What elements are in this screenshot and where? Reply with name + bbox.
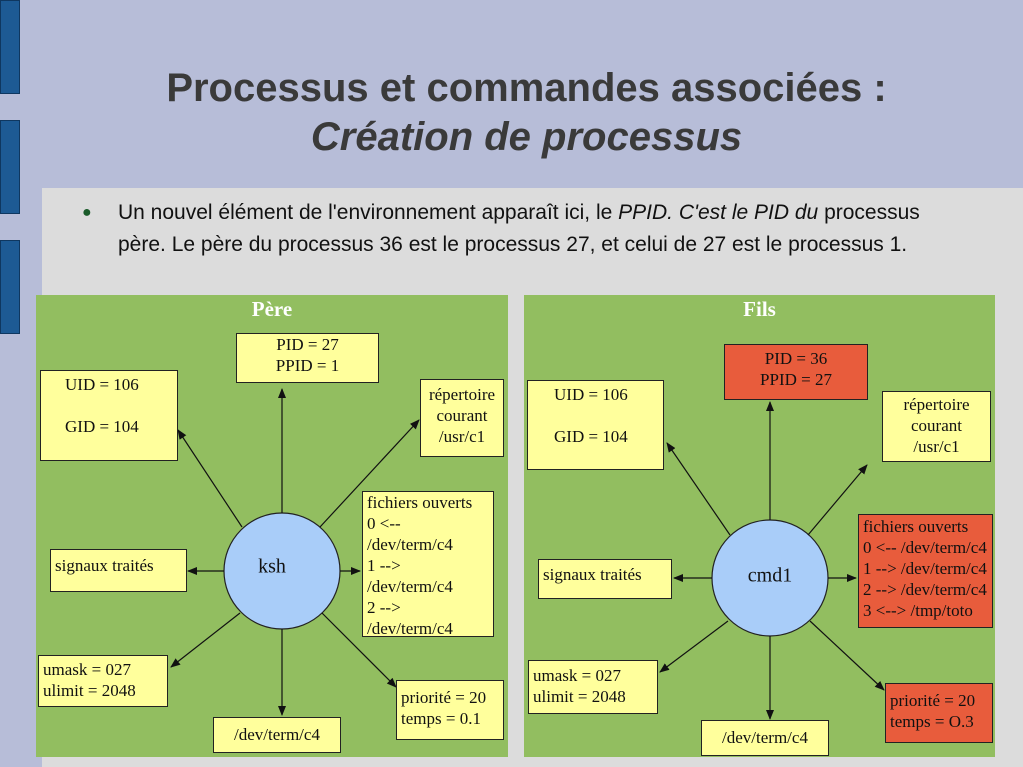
- fils-panel: Fils cmd1 PID = 36 PPID = 27 UID = 106 G…: [524, 295, 995, 757]
- pere-pid-box: PID = 27 PPID = 1: [236, 333, 379, 383]
- fils-process-label: cmd1: [747, 564, 793, 587]
- slide-title: Processus et commandes associées : Créat…: [30, 66, 1023, 159]
- fils-umask-box: umask = 027 ulimit = 2048: [528, 660, 658, 714]
- pere-arrows: [170, 388, 420, 716]
- pere-arrow-uid: [177, 429, 243, 528]
- title-line-1: Processus et commandes associées :: [166, 66, 887, 110]
- bullet-text-part1: Un nouvel élément de l'environnement app…: [118, 201, 619, 224]
- fils-signaux-box: signaux traités: [538, 559, 672, 599]
- pere-panel: Père ksh PID = 27 PPID = 1 UID = 106 GID…: [36, 295, 508, 757]
- pere-process-label: ksh: [258, 555, 286, 578]
- fils-uid-box: UID = 106 GID = 104: [527, 380, 664, 470]
- pere-panel-title: Père: [251, 297, 293, 321]
- pere-signaux-box: signaux traités: [50, 549, 187, 592]
- left-tab-decoration: [0, 240, 20, 334]
- fils-term-box: /dev/term/c4: [701, 720, 829, 756]
- fils-pid-box: PID = 36 PPID = 27: [724, 344, 868, 400]
- pere-repertoire-box: répertoire courant /usr/c1: [420, 379, 504, 457]
- left-tab-decoration: [0, 120, 20, 214]
- fils-arrow-priorite: [809, 620, 885, 691]
- pere-arrow-priorite: [321, 612, 397, 688]
- fils-arrow-repertoire: [807, 464, 868, 536]
- fils-arrow-uid: [666, 442, 731, 536]
- title-line-2: Création de processus: [310, 115, 743, 159]
- pere-fichiers-box: fichiers ouverts 0 <-- /dev/term/c4 1 --…: [362, 491, 494, 638]
- bullet-text: Un nouvel élément de l'environnement app…: [118, 197, 942, 261]
- fils-priorite-box: priorité = 20 temps = O.3: [885, 683, 993, 743]
- pere-arrow-repertoire: [319, 419, 420, 528]
- bullet-text-part2: processus père. Le père du processus 36 …: [118, 201, 920, 256]
- pere-priorite-box: priorité = 20 temps = 0.1: [396, 680, 504, 740]
- bullet-dot-icon: ●: [82, 204, 92, 221]
- pere-arrow-umask: [170, 612, 241, 668]
- pere-uid-box: UID = 106 GID = 104: [40, 370, 178, 461]
- fils-repertoire-box: répertoire courant /usr/c1: [882, 391, 991, 462]
- left-tab-decoration: [0, 0, 20, 94]
- fils-fichiers-box: fichiers ouverts 0 <-- /dev/term/c4 1 --…: [858, 514, 993, 628]
- pere-term-box: /dev/term/c4: [213, 717, 341, 753]
- fils-arrow-umask: [659, 620, 729, 673]
- pere-umask-box: umask = 027 ulimit = 2048: [38, 655, 168, 707]
- fils-panel-title: Fils: [743, 297, 776, 321]
- fils-arrows: [659, 401, 885, 720]
- bullet-text-italic: PPID. C'est le PID du: [618, 201, 819, 224]
- bullet-item: ● Un nouvel élément de l'environnement a…: [82, 197, 942, 261]
